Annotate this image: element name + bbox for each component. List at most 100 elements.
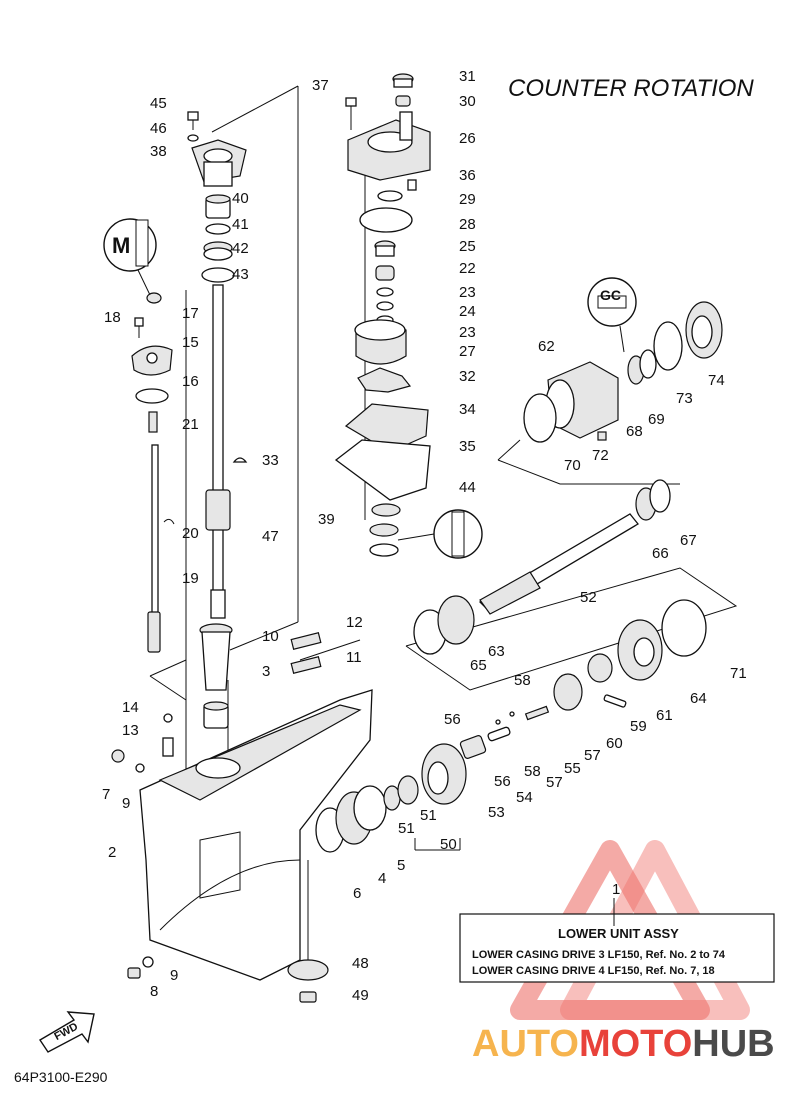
callout-69: 69 (648, 411, 665, 428)
callout-42: 42 (232, 240, 249, 257)
callout-60: 60 (606, 735, 623, 752)
part-29-oring (377, 190, 403, 202)
callout-37: 37 (312, 77, 329, 94)
info-box-ref: 1 (612, 881, 620, 898)
part-36-pin (407, 179, 417, 191)
callout-25: 25 (459, 238, 476, 255)
part-73-ring (653, 321, 683, 371)
callout-58: 58 (524, 763, 541, 780)
part-60-clutch (553, 673, 583, 711)
part-43-oring (201, 267, 235, 283)
part-32-impeller (357, 367, 412, 393)
part-12-key (290, 632, 322, 650)
callout-51: 51 (398, 820, 415, 837)
callout-43: 43 (232, 266, 249, 283)
part-24-washer (376, 301, 394, 311)
part-37-bolt (345, 97, 357, 130)
callout-52: 52 (580, 589, 597, 606)
callout-27: 27 (459, 343, 476, 360)
callout-64: 64 (690, 690, 707, 707)
callout-65: 65 (470, 657, 487, 674)
callout-19: 19 (182, 570, 199, 587)
callout-layer: 4546384041424317181516212019473337313026… (102, 68, 747, 1004)
callout-14: 14 (122, 699, 139, 716)
diagram-title: COUNTER ROTATION (508, 75, 754, 102)
info-box-line2: LOWER CASING DRIVE 4 LF150, Ref. No. 7, … (472, 965, 715, 977)
part-27-impeller-housing (354, 319, 407, 365)
part-62-housing (545, 361, 619, 439)
part-40-bearing (205, 194, 231, 219)
watermark-hub: HUB (692, 1023, 774, 1065)
callout-12: 12 (346, 614, 363, 631)
part-59-pin (603, 694, 627, 708)
callout-8: 8 (150, 983, 158, 1000)
part-15-shift-rod-holder (131, 345, 173, 376)
part-67-ring (649, 479, 671, 513)
part-28-oring (359, 207, 413, 233)
part-44-seal (371, 503, 401, 517)
part-52-propeller-shaft (478, 513, 639, 615)
callout-30: 30 (459, 93, 476, 110)
callout-10: 10 (262, 628, 279, 645)
callout-7: 7 (102, 786, 110, 803)
callout-55: 55 (564, 760, 581, 777)
part-49-nut (299, 991, 317, 1003)
callout-46: 46 (150, 120, 167, 137)
part-25-cup (374, 240, 396, 257)
part-21-spring (148, 411, 158, 433)
fwd-arrow-icon: FWD (39, 1011, 95, 1053)
callout-44: 44 (459, 479, 476, 496)
callout-71: 71 (730, 665, 747, 682)
callout-2: 2 (108, 844, 116, 861)
part-16-oring (135, 388, 169, 404)
callout-73: 73 (676, 390, 693, 407)
callout-34: 34 (459, 401, 476, 418)
callout-53: 53 (488, 804, 505, 821)
part-61-spring (587, 653, 613, 683)
svg-text:AUTOMOTOHUB: AUTOMOTOHUB (472, 1023, 775, 1065)
callout-58: 58 (514, 672, 531, 689)
part-72-key (597, 431, 607, 441)
callout-3: 3 (262, 663, 270, 680)
callout-56: 56 (444, 711, 461, 728)
part-48-pinion (287, 959, 329, 981)
callout-23: 23 (459, 324, 476, 341)
callout-28: 28 (459, 216, 476, 233)
part-23-washer (376, 287, 394, 297)
lubricant-icon (397, 509, 483, 559)
callout-29: 29 (459, 191, 476, 208)
callout-62: 62 (538, 338, 555, 355)
callout-24: 24 (459, 303, 476, 320)
callout-45: 45 (150, 95, 167, 112)
callout-20: 20 (182, 525, 199, 542)
part-74-nut (685, 301, 723, 359)
callout-9: 9 (122, 795, 130, 812)
part-22-nut (375, 265, 395, 281)
part-70-oring (523, 393, 557, 443)
part-18-bolt (134, 317, 144, 338)
part-14-washer (163, 713, 173, 723)
callout-17: 17 (182, 305, 199, 322)
info-box-line1: LOWER CASING DRIVE 3 LF150, Ref. No. 2 t… (472, 949, 726, 961)
callout-66: 66 (652, 545, 669, 562)
callout-22: 22 (459, 260, 476, 277)
part-9-washer (135, 763, 145, 773)
lubricant-m-icon: M (103, 218, 157, 296)
part-35-gasket (334, 439, 431, 501)
part-31-grommet (392, 73, 414, 88)
part-38-housing (191, 139, 247, 187)
callout-9: 9 (170, 967, 178, 984)
part-9b-washer (142, 956, 154, 968)
callout-36: 36 (459, 167, 476, 184)
callout-23: 23 (459, 284, 476, 301)
part-63-washer (437, 595, 475, 645)
part-5-seal (353, 785, 387, 831)
part-33-key (232, 457, 248, 463)
part-56-ball (495, 719, 501, 725)
part-3-bearing (203, 701, 229, 729)
part-30-seal (395, 95, 411, 107)
callout-57: 57 (584, 747, 601, 764)
callout-18: 18 (104, 309, 121, 326)
part-46-washer (187, 134, 199, 142)
